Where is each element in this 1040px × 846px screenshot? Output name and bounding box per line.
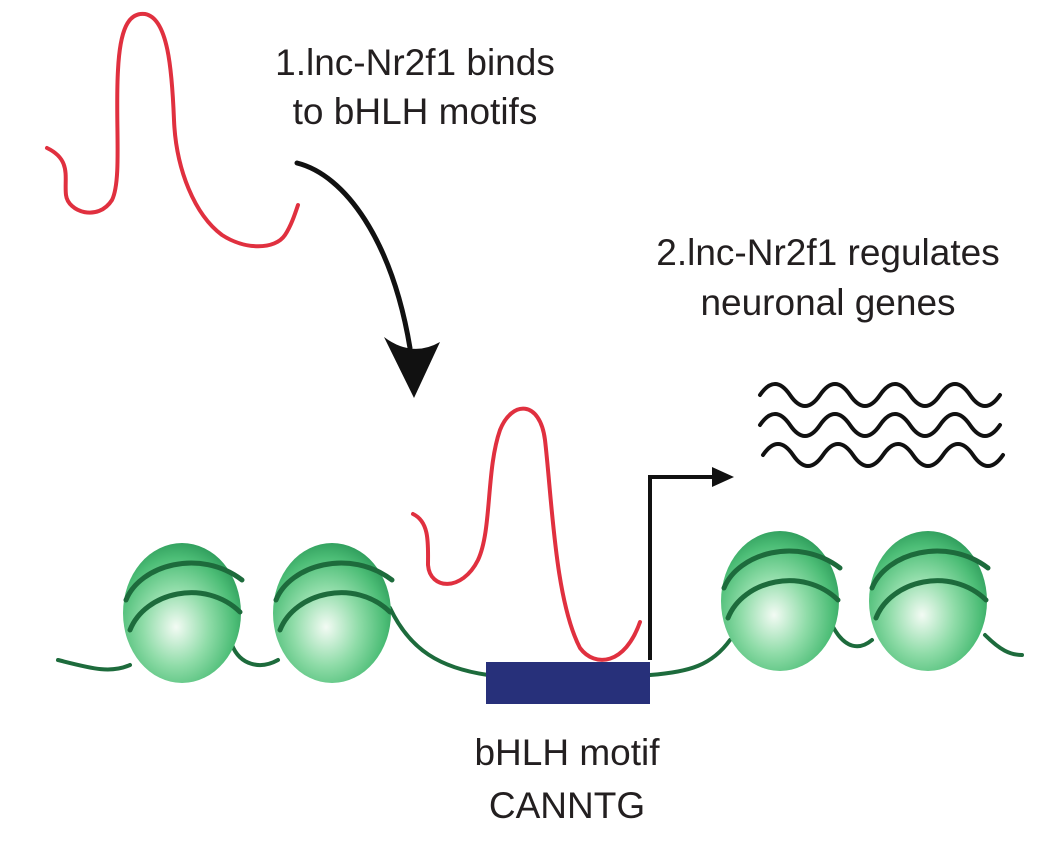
binding-arrow-head: [384, 337, 440, 398]
free-lncrna-strand: [45, 11, 300, 249]
motif-label-line1: bHLH motif: [474, 732, 660, 773]
step2-label-line2: neuronal genes: [700, 282, 955, 323]
nucleosome: [273, 543, 395, 683]
dna-strand: [56, 606, 1024, 677]
binding-arrow-shaft: [294, 160, 413, 351]
step1-label-line1: 1.lnc-Nr2f1 binds: [275, 42, 555, 83]
transcript-line: [758, 382, 1002, 408]
transcription-arrow-head: [712, 467, 734, 487]
nucleosome: [869, 531, 991, 671]
transcript-line: [761, 442, 1005, 468]
motif-label-line2: CANNTG: [489, 785, 645, 826]
nucleosome: [123, 543, 245, 683]
bhlh-motif-box: [486, 662, 650, 704]
step2-label-line1: 2.lnc-Nr2f1 regulates: [656, 232, 999, 273]
step1-label-line2: to bHLH motifs: [293, 91, 538, 132]
transcript-line: [758, 412, 1002, 438]
nucleosome: [721, 531, 843, 671]
transcription-start-arrow: [648, 475, 716, 660]
bound-lncrna-strand: [411, 406, 642, 662]
